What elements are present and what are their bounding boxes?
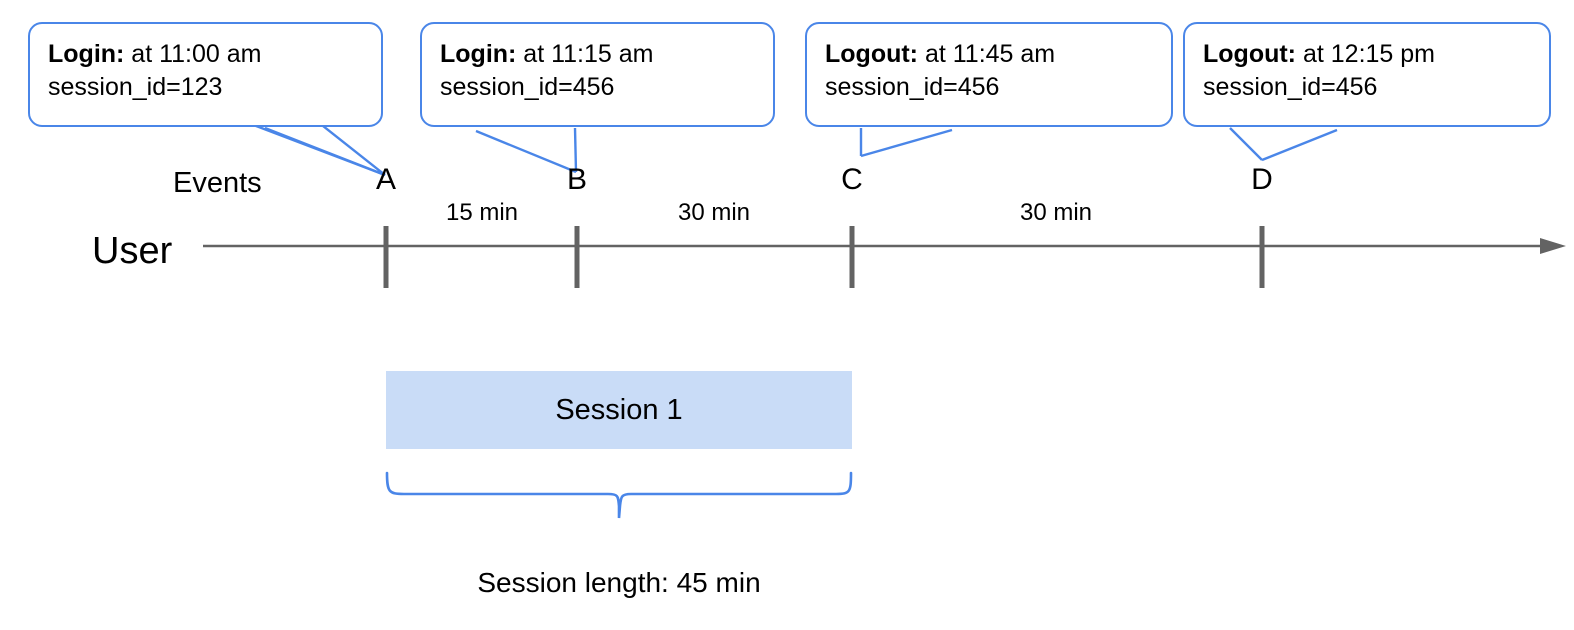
callout-c-session: session_id=456 bbox=[825, 73, 1000, 101]
callout-d-time: at 12:15 pm bbox=[1296, 40, 1435, 68]
callout-d[interactable]: Logout: at 12:15 pm session_id=456 bbox=[1183, 22, 1551, 127]
callout-a-line1: Login: at 11:00 am bbox=[48, 38, 363, 71]
callout-a-time: at 11:00 am bbox=[124, 40, 262, 68]
callout-c-line1: Logout: at 11:45 am bbox=[825, 38, 1153, 71]
callout-d-line1: Logout: at 12:15 pm bbox=[1203, 38, 1531, 71]
events-lane-label: Events bbox=[173, 167, 262, 199]
callout-a-kind: Login: bbox=[48, 40, 125, 68]
user-lane-label: User bbox=[92, 230, 173, 272]
callout-a[interactable]: Login: at 11:00 am session_id=123 bbox=[28, 22, 383, 127]
callout-c-kind: Logout: bbox=[825, 40, 919, 68]
callout-c[interactable]: Logout: at 11:45 am session_id=456 bbox=[805, 22, 1173, 127]
callout-c-time: at 11:45 am bbox=[918, 40, 1056, 68]
session-bar-label: Session 1 bbox=[555, 393, 683, 426]
callout-b-session: session_id=456 bbox=[440, 73, 615, 101]
callout-d-kind: Logout: bbox=[1203, 40, 1297, 68]
event-marker-label-d: D bbox=[1251, 163, 1273, 196]
callout-b-kind: Login: bbox=[440, 40, 517, 68]
callout-d-session: session_id=456 bbox=[1203, 73, 1378, 101]
callout-b-line1: Login: at 11:15 am bbox=[440, 38, 755, 71]
gap-label-ab: 15 min bbox=[445, 199, 519, 226]
event-marker-label-c: C bbox=[841, 163, 863, 196]
event-marker-label-b: B bbox=[566, 163, 587, 196]
session-bar-1[interactable]: Session 1 bbox=[386, 371, 852, 449]
gap-label-cd: 30 min bbox=[1019, 199, 1093, 226]
callout-a-session: session_id=123 bbox=[48, 73, 223, 101]
session-length-caption: Session length: 45 min bbox=[477, 567, 761, 598]
event-marker-label-a: A bbox=[375, 163, 396, 196]
gap-label-bc: 30 min bbox=[677, 199, 751, 226]
callout-b-time: at 11:15 am bbox=[516, 40, 654, 68]
callout-b[interactable]: Login: at 11:15 am session_id=456 bbox=[420, 22, 775, 127]
